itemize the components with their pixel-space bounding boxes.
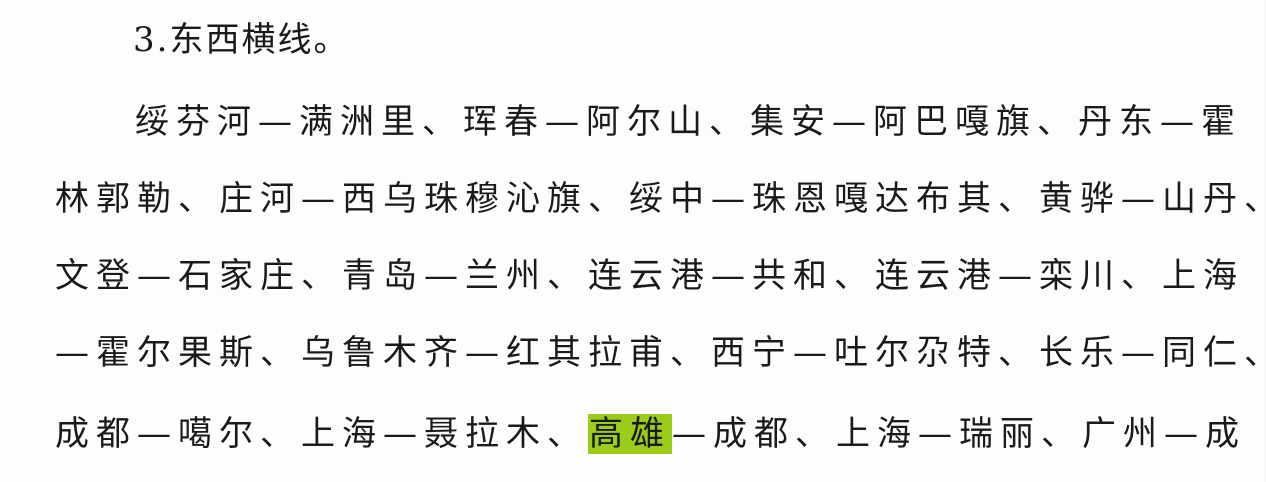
line-text: —霍尔果斯、乌鲁木齐—红其拉甫、西宁—吐尔尕特、长乐—同仁、 — [55, 333, 1266, 373]
paragraph-line-2: 林郭勒、庄河—西乌珠穆沁旗、绥中—珠恩嘎达布其、黄骅—山丹、 — [55, 177, 1266, 221]
line-text: 文登—石家庄、青岛—兰州、连云港—共和、连云港—栾川、上海 — [55, 256, 1244, 296]
line-text-before: 成都—噶尔、上海—聂拉木、 — [55, 414, 588, 454]
paragraph-line-1: 绥芬河—满洲里、珲春—阿尔山、集安—阿巴嘎旗、丹东—霍 — [135, 100, 1235, 144]
line-text-after: —成都、上海—瑞丽、广州—成 — [672, 414, 1246, 454]
line-text: 林郭勒、庄河—西乌珠穆沁旗、绥中—珠恩嘎达布其、黄骅—山丹、 — [55, 179, 1266, 219]
paragraph-line-5: 成都—噶尔、上海—聂拉木、高雄—成都、上海—瑞丽、广州—成 — [55, 412, 1239, 456]
paragraph-line-4: —霍尔果斯、乌鲁木齐—红其拉甫、西宁—吐尔尕特、长乐—同仁、 — [55, 331, 1266, 375]
paragraph-line-3: 文登—石家庄、青岛—兰州、连云港—共和、连云港—栾川、上海 — [55, 254, 1237, 298]
section-heading: 3.东西横线。 — [133, 20, 350, 60]
highlighted-text[interactable]: 高雄 — [588, 414, 672, 454]
line-text: 绥芬河—满洲里、珲春—阿尔山、集安—阿巴嘎旗、丹东—霍 — [135, 102, 1242, 142]
